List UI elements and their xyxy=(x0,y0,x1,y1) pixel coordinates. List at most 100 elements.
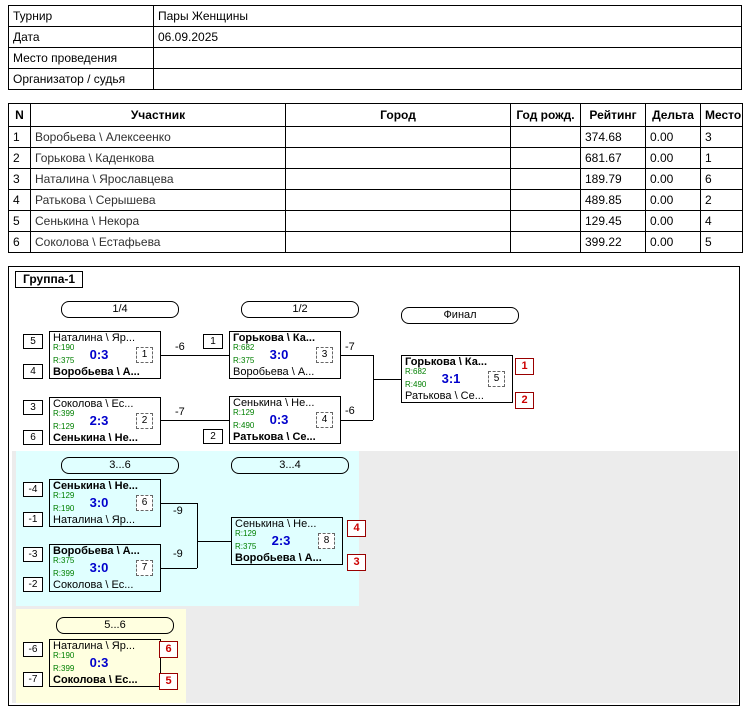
rating-top: R:190 xyxy=(53,651,75,660)
player-top: Сенькина \ Не... xyxy=(235,518,317,530)
bracket-line xyxy=(373,355,374,379)
bracket-line xyxy=(197,541,231,542)
player-bottom: Воробьева \ А... xyxy=(233,366,315,378)
match-number: 3 xyxy=(316,347,333,363)
table-row: 5 Сенькина \ Некора 129.45 0.00 4 xyxy=(8,210,743,232)
connector-label: -7 xyxy=(345,341,355,353)
rating-bottom: R:399 xyxy=(53,569,75,578)
score: 3:0 xyxy=(269,347,289,362)
score: 2:3 xyxy=(89,413,109,428)
info-label: Дата xyxy=(8,26,154,48)
player-top: Сенькина \ Не... xyxy=(233,397,315,409)
seed-box: 2 xyxy=(203,429,223,444)
match-2[interactable]: Соколова \ Ес... R:399 2:3 2 R:129 Сеньк… xyxy=(49,397,161,445)
cell-n: 2 xyxy=(8,147,31,169)
cell-participant: Ратькова \ Серышева xyxy=(30,189,286,211)
rating-bottom: R:375 xyxy=(235,542,257,551)
score: 3:0 xyxy=(89,495,109,510)
connector-label: -6 xyxy=(345,405,355,417)
cell-place: 3 xyxy=(700,126,743,148)
player-top: Горькова \ Ка... xyxy=(233,332,316,344)
col-header-place: Место xyxy=(700,103,743,127)
place-box: 5 xyxy=(159,673,178,690)
cell-n: 3 xyxy=(8,168,31,190)
seed-box: 6 xyxy=(23,430,43,445)
match-1[interactable]: Наталина \ Яр... R:190 0:3 1 R:375 Вороб… xyxy=(49,331,161,379)
player-top: Соколова \ Ес... xyxy=(53,398,134,410)
info-label: Организатор / судья xyxy=(8,68,154,90)
seed-box: -4 xyxy=(23,482,43,497)
rating-bottom: R:129 xyxy=(53,422,75,431)
seed-box: 5 xyxy=(23,334,43,349)
place-box: 6 xyxy=(159,641,178,658)
score: 3:0 xyxy=(89,560,109,575)
connector-label: -7 xyxy=(175,406,185,418)
match-number: 4 xyxy=(316,412,333,428)
seed-box: -6 xyxy=(23,642,43,657)
cell-year xyxy=(510,147,581,169)
match-final[interactable]: Горькова \ Ка... R:682 3:1 5 R:490 Ратьк… xyxy=(401,355,513,403)
cell-delta: 0.00 xyxy=(645,231,701,253)
rating-top: R:682 xyxy=(233,343,255,352)
player-bottom: Сенькина \ Не... xyxy=(53,432,138,444)
rating-bottom: R:490 xyxy=(233,421,255,430)
info-value: 06.09.2025 xyxy=(153,26,742,48)
round-pill-final: Финал xyxy=(401,307,519,324)
seed-box: -2 xyxy=(23,577,43,592)
bracket-line xyxy=(341,355,373,356)
match-7[interactable]: Воробьева \ А... R:375 3:0 7 R:399 Сокол… xyxy=(49,544,161,592)
match-number: 1 xyxy=(136,347,153,363)
cell-participant: Наталина \ Ярославцева xyxy=(30,168,286,190)
player-bottom: Воробьева \ А... xyxy=(235,552,322,564)
table-row: Дата 06.09.2025 xyxy=(8,26,742,48)
score: 0:3 xyxy=(89,347,109,362)
info-label: Место проведения xyxy=(8,47,154,69)
bracket-line xyxy=(161,355,229,356)
match-place-5-6[interactable]: Наталина \ Яр... R:190 0:3 R:399 Соколов… xyxy=(49,639,161,687)
info-value: Пары Женщины xyxy=(153,5,742,27)
player-bottom: Ратькова \ Се... xyxy=(233,431,316,443)
cell-rating: 129.45 xyxy=(580,210,646,232)
place-box: 2 xyxy=(515,392,534,409)
player-top: Воробьева \ А... xyxy=(53,545,140,557)
table-row: 1 Воробьева \ Алексеенко 374.68 0.00 3 xyxy=(8,126,743,148)
match-4-semifinal[interactable]: Сенькина \ Не... R:129 0:3 4 R:490 Ратьк… xyxy=(229,396,341,444)
round-pill-places-5-6: 5...6 xyxy=(56,617,174,634)
bracket-line xyxy=(161,568,197,569)
rating-bottom: R:190 xyxy=(53,504,75,513)
player-top: Горькова \ Ка... xyxy=(405,356,488,368)
table-row: 6 Соколова \ Естафьева 399.22 0.00 5 xyxy=(8,231,743,253)
table-row: 2 Горькова \ Каденкова 681.67 0.00 1 xyxy=(8,147,743,169)
cell-rating: 374.68 xyxy=(580,126,646,148)
rating-bottom: R:375 xyxy=(233,356,255,365)
match-6[interactable]: Сенькина \ Не... R:129 3:0 6 R:190 Натал… xyxy=(49,479,161,527)
cell-rating: 399.22 xyxy=(580,231,646,253)
cell-city xyxy=(285,189,511,211)
player-bottom: Наталина \ Яр... xyxy=(53,514,136,526)
connector-label: -6 xyxy=(175,341,185,353)
bracket-line xyxy=(197,541,198,568)
round-pill-quarterfinal: 1/4 xyxy=(61,301,179,318)
score: 0:3 xyxy=(269,412,289,427)
table-row: Организатор / судья xyxy=(8,68,742,90)
bracket-group: Группа-1 1/4 1/2 Финал 3...6 3...4 5...6… xyxy=(8,266,740,706)
score: 2:3 xyxy=(271,533,291,548)
match-3-semifinal[interactable]: Горькова \ Ка... R:682 3:0 3 R:375 Вороб… xyxy=(229,331,341,379)
match-number: 8 xyxy=(318,533,335,549)
cell-n: 5 xyxy=(8,210,31,232)
cell-delta: 0.00 xyxy=(645,126,701,148)
cell-place: 6 xyxy=(700,168,743,190)
cell-city xyxy=(285,210,511,232)
seed-box: -3 xyxy=(23,547,43,562)
cell-participant: Горькова \ Каденкова xyxy=(30,147,286,169)
cell-place: 1 xyxy=(700,147,743,169)
rating-top: R:129 xyxy=(53,491,75,500)
match-8-place-3-4[interactable]: Сенькина \ Не... R:129 2:3 8 R:375 Вороб… xyxy=(231,517,343,565)
cell-city xyxy=(285,168,511,190)
cell-year xyxy=(510,168,581,190)
bracket-line xyxy=(373,379,401,380)
bracket-line xyxy=(197,503,198,541)
player-top: Наталина \ Яр... xyxy=(53,640,136,652)
col-header-birthyear: Год рожд. xyxy=(510,103,581,127)
col-header-participant: Участник xyxy=(30,103,286,127)
